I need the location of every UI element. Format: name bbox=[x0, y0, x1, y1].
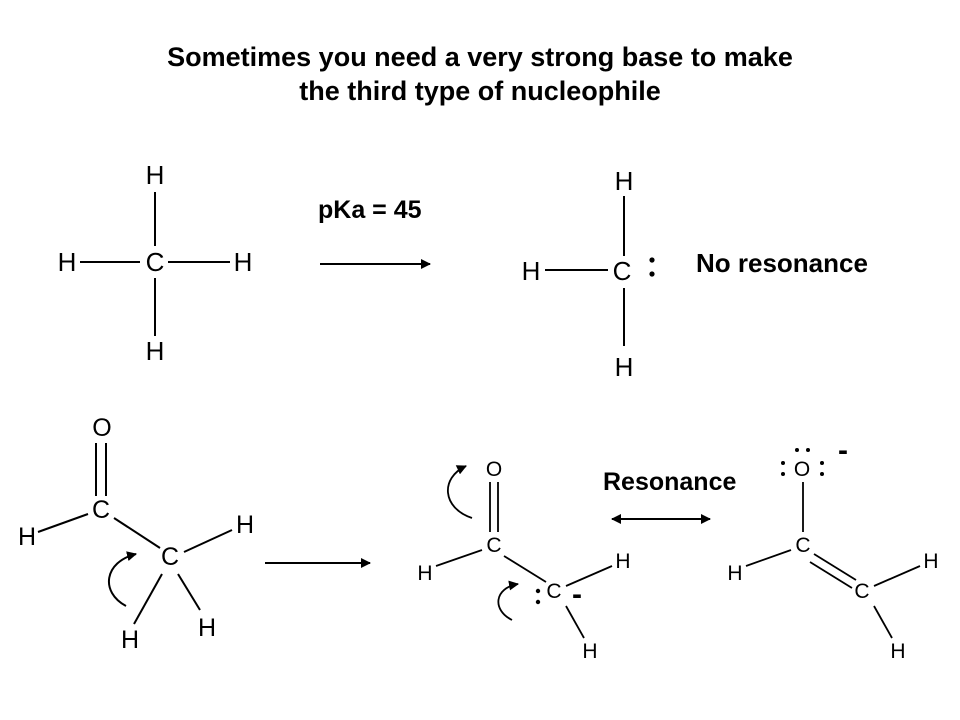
methane-c: C bbox=[146, 247, 165, 277]
aldehyde-h2: H bbox=[236, 511, 254, 539]
bond-c-c-double-a bbox=[813, 553, 857, 581]
aldehyde-h4: H bbox=[198, 614, 216, 642]
form2-c1: C bbox=[795, 534, 810, 557]
methane-molecule: H C H H H bbox=[58, 160, 253, 366]
resonance-label: Resonance bbox=[603, 468, 736, 496]
no-resonance-label: No resonance bbox=[696, 248, 868, 278]
lone-pair-dot bbox=[795, 448, 799, 452]
acetaldehyde-molecule: O C H C H H H bbox=[18, 414, 254, 654]
lone-pair-dot-bottom bbox=[535, 599, 541, 605]
methane-h-bottom: H bbox=[146, 336, 165, 366]
title-line-1: Sometimes you need a very strong base to… bbox=[167, 42, 793, 72]
bond-c1-h bbox=[435, 549, 483, 567]
lone-pair-dot-top bbox=[535, 588, 541, 594]
pka-label: pKa = 45 bbox=[318, 196, 422, 224]
lone-pair-dot bbox=[820, 472, 824, 476]
bond-c2-h-right bbox=[873, 565, 921, 587]
form1-c2: C bbox=[546, 580, 561, 603]
methane-h-top: H bbox=[146, 160, 165, 190]
bond-c2-h-lower-left bbox=[133, 573, 163, 625]
bond-c2-h-right bbox=[565, 565, 613, 587]
aldehyde-h3: H bbox=[121, 626, 139, 654]
bond-c1-h bbox=[37, 513, 89, 533]
bond-c-c-double-b bbox=[809, 561, 853, 589]
title-line-2: the third type of nucleophile bbox=[299, 76, 661, 106]
form1-h3: H bbox=[582, 640, 597, 663]
bond-c2-h-bottom bbox=[873, 605, 893, 639]
form2-h2: H bbox=[923, 550, 938, 573]
form2-negative-charge: - bbox=[838, 434, 848, 467]
lone-pair-dot bbox=[781, 472, 785, 476]
curved-arrow-upper bbox=[447, 465, 473, 519]
form2-c2: C bbox=[854, 580, 869, 603]
enolate-oxyanion-form: O - C H C H H bbox=[727, 434, 938, 663]
aldehyde-c1: C bbox=[92, 496, 110, 524]
lone-pair-dot bbox=[781, 461, 785, 465]
lone-pair-dot-top bbox=[649, 257, 655, 263]
form2-h1: H bbox=[727, 562, 742, 585]
anion-h-left: H bbox=[522, 256, 541, 286]
aldehyde-o: O bbox=[92, 414, 111, 442]
bond-c1-c2 bbox=[113, 517, 161, 549]
aldehyde-c2: C bbox=[161, 543, 179, 571]
lone-pair-dot bbox=[806, 448, 810, 452]
methane-h-right: H bbox=[234, 247, 253, 277]
aldehyde-h1: H bbox=[18, 523, 36, 551]
bond-c2-h-right bbox=[183, 529, 233, 553]
anion-c: C bbox=[613, 256, 632, 286]
form1-o: O bbox=[486, 458, 502, 481]
form2-h3: H bbox=[890, 640, 905, 663]
form1-h1: H bbox=[417, 562, 432, 585]
bond-c2-h-lower-right bbox=[177, 573, 201, 611]
form1-negative-charge: - bbox=[572, 578, 582, 611]
bond-c1-c2 bbox=[503, 555, 547, 583]
lone-pair-dot bbox=[820, 461, 824, 465]
curved-arrow-lower bbox=[497, 580, 519, 621]
form1-h2: H bbox=[615, 550, 630, 573]
enolate-carbanion-form: O C H C H H - bbox=[417, 458, 630, 663]
bond-c1-h bbox=[745, 549, 792, 567]
methane-h-left: H bbox=[58, 247, 77, 277]
form1-c1: C bbox=[486, 534, 501, 557]
curved-arrow bbox=[108, 551, 137, 607]
slide-title: Sometimes you need a very strong base to… bbox=[0, 40, 960, 108]
anion-h-top: H bbox=[615, 166, 634, 196]
form2-o: O bbox=[794, 458, 810, 481]
anion-h-bottom: H bbox=[615, 352, 634, 382]
lone-pair-dot-bottom bbox=[649, 271, 655, 277]
methyl-anion-molecule: H C H H bbox=[522, 166, 655, 382]
bond-c2-h-bottom bbox=[565, 605, 585, 639]
